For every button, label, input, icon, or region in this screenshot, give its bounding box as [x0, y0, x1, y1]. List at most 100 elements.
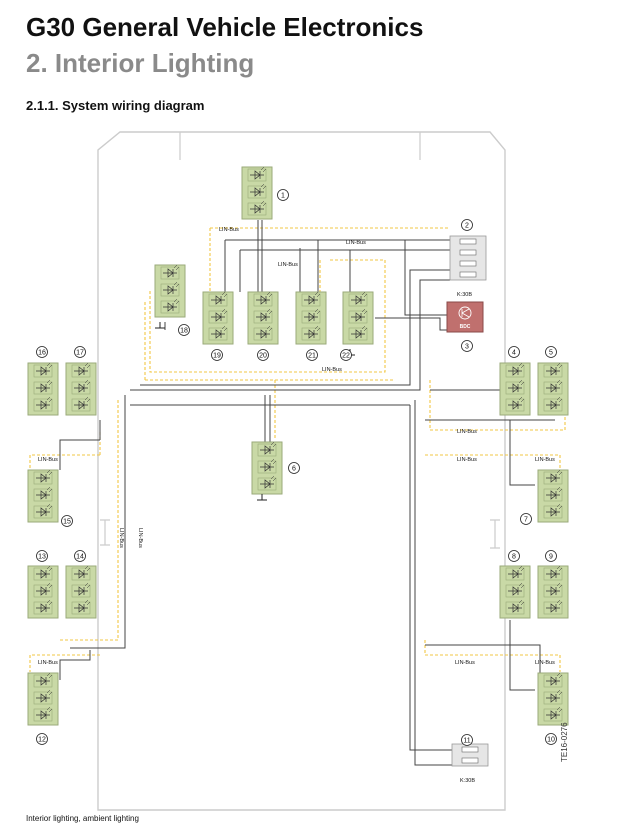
power-wire — [349, 240, 447, 316]
diode-symbol — [304, 312, 318, 322]
power-wire — [299, 240, 319, 292]
fuse-element — [459, 238, 477, 245]
lin-bus-label: LIN-Bus — [219, 227, 239, 233]
callout-17: 17 — [74, 346, 86, 358]
fuse-element — [459, 260, 477, 267]
light-module — [251, 441, 283, 495]
fuse-element — [461, 757, 479, 764]
terminal-label: K:30B — [460, 778, 475, 784]
diode-symbol — [36, 383, 50, 393]
diode-symbol — [546, 586, 560, 596]
callout-number: 20 — [259, 352, 267, 359]
lin-bus-label: LIN-Bus — [118, 528, 124, 548]
diode-symbol — [36, 490, 50, 500]
callout-number: 21 — [308, 352, 316, 359]
diode-symbol — [546, 507, 560, 517]
light-module — [202, 291, 234, 345]
power-wire — [140, 269, 450, 386]
lin-bus-label: LIN-Bus — [38, 660, 58, 666]
callout-number: 4 — [512, 349, 516, 356]
callout-number: 2 — [465, 222, 469, 229]
light-rays — [518, 565, 525, 572]
callout-circle — [74, 550, 86, 562]
diode-symbol — [36, 569, 50, 579]
lin-bus-wire — [429, 380, 566, 431]
diode-symbol — [546, 473, 560, 483]
diode-symbol — [260, 462, 274, 472]
callout-number: 16 — [38, 349, 46, 356]
callout-13: 13 — [36, 550, 48, 562]
lin-bus-label: LIN-Bus — [457, 457, 477, 463]
light-rays — [556, 469, 563, 476]
light-rays — [556, 503, 563, 510]
callout-9: 9 — [545, 550, 557, 562]
power-wire — [414, 400, 455, 766]
section-heading: 2.1.1. System wiring diagram — [26, 98, 205, 113]
light-rays — [556, 672, 563, 679]
lin-bus-wire — [425, 454, 561, 470]
light-rays — [314, 308, 321, 315]
callout-number: 15 — [63, 518, 71, 525]
light-module — [65, 565, 97, 619]
light-rays — [173, 298, 180, 305]
light-rays — [556, 565, 563, 572]
callout-circle — [340, 349, 352, 361]
callout-2: 2 — [461, 219, 473, 231]
diode-symbol — [163, 302, 177, 312]
lin-bus-wire — [424, 640, 561, 672]
light-rays — [314, 291, 321, 298]
light-module — [499, 565, 531, 619]
light-module — [65, 362, 97, 416]
diode-symbol — [546, 569, 560, 579]
transistor-icon — [458, 306, 472, 320]
diode-symbol — [250, 204, 264, 214]
diode-symbol — [74, 569, 88, 579]
callout-number: 7 — [524, 516, 528, 523]
callout-number: 14 — [76, 553, 84, 560]
diode-symbol — [36, 693, 50, 703]
diode-symbol — [36, 507, 50, 517]
callout-16: 16 — [36, 346, 48, 358]
callout-20: 20 — [257, 349, 269, 361]
light-rays — [221, 291, 228, 298]
lin-bus-wire — [144, 300, 395, 381]
light-rays — [173, 264, 180, 271]
callout-circle — [461, 219, 473, 231]
callout-number: 5 — [549, 349, 553, 356]
lin-bus-label: LIN-Bus — [322, 367, 342, 373]
callout-circle — [461, 340, 473, 352]
diode-symbol — [546, 693, 560, 703]
transistor-icon — [461, 308, 470, 318]
light-rays — [46, 599, 53, 606]
callout-circle — [520, 513, 532, 525]
diode-symbol — [508, 569, 522, 579]
light-rays — [46, 469, 53, 476]
diode-symbol — [546, 400, 560, 410]
callout-number: 6 — [292, 465, 296, 472]
light-rays — [46, 706, 53, 713]
fuse-element — [459, 249, 477, 256]
diode-symbol — [36, 603, 50, 613]
diode-symbol — [260, 479, 274, 489]
power-wire — [375, 317, 450, 331]
callout-circle — [36, 346, 48, 358]
power-wire — [130, 404, 455, 751]
power-wire — [130, 279, 450, 391]
diode-symbol — [211, 312, 225, 322]
callout-circle — [545, 733, 557, 745]
callout-14: 14 — [74, 550, 86, 562]
diode-symbol — [260, 445, 274, 455]
callout-circle — [277, 189, 289, 201]
callout-18: 18 — [178, 324, 190, 336]
callout-number: 8 — [512, 553, 516, 560]
light-module — [537, 672, 569, 726]
light-rays — [260, 166, 267, 173]
power-wire — [224, 239, 450, 292]
power-wire — [430, 389, 535, 486]
callout-3: 3 — [461, 340, 473, 352]
diode-symbol — [351, 295, 365, 305]
light-rays — [260, 183, 267, 190]
diode-symbol — [74, 603, 88, 613]
power-wire — [509, 620, 535, 691]
power-wire — [257, 220, 263, 300]
